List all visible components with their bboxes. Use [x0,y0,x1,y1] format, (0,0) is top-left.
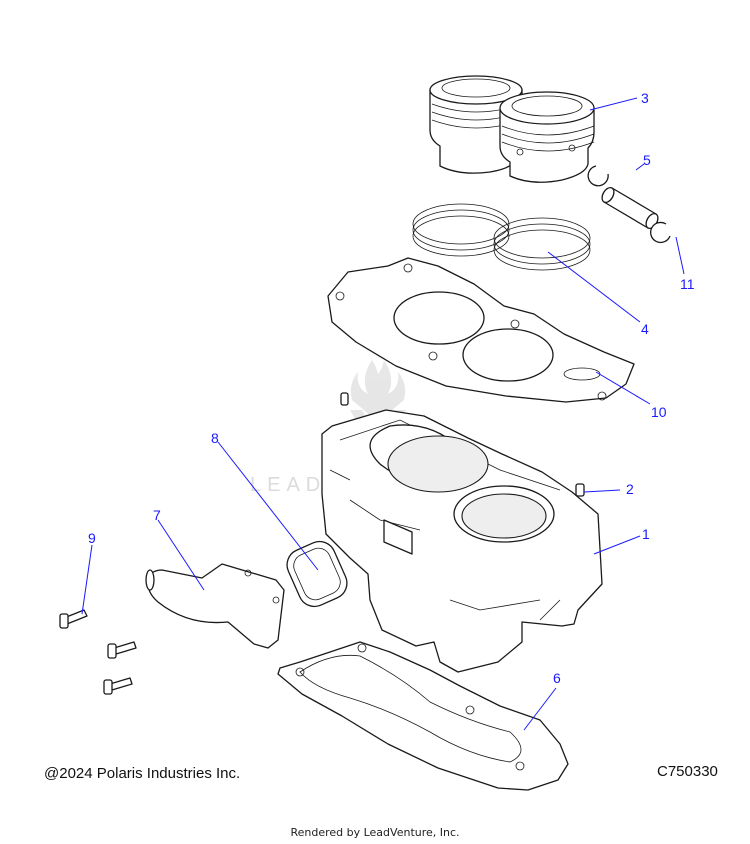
cylinder-base-gasket [277,641,569,791]
piston-ring-sets [412,203,591,271]
piston-left [429,75,523,174]
copyright-notice: @2024 Polaris Industries Inc. [44,765,241,782]
dowel-pin-upper [340,392,349,406]
piston-pin [601,186,659,230]
callout-7: 7 [153,507,161,523]
callout-4: 4 [641,321,649,337]
bolt-lower-2 [103,677,133,695]
water-outlet-elbow [145,563,285,649]
callout-2: 2 [626,481,634,497]
circlip-right [650,221,671,244]
bolt-lower-1 [107,641,137,659]
cylinder-head-gasket [327,257,635,403]
piston-pair [429,75,595,183]
callout-8: 8 [211,430,219,446]
callout-1: 1 [642,526,650,542]
callout-11: 11 [680,276,695,292]
circlip-left [587,165,609,187]
callout-10: 10 [651,404,667,420]
diagram-id: C750330 [657,763,718,780]
bolt-9 [59,609,88,629]
callout-labels: 3 5 11 4 10 2 1 8 7 9 6 [88,90,695,686]
callout-6: 6 [553,670,561,686]
callout-5: 5 [643,152,651,168]
rendered-by-footer: Rendered by LeadVenture, Inc. [290,826,460,839]
cylinder-block [321,409,603,673]
dowel-pin [575,483,585,497]
callout-9: 9 [88,530,96,546]
o-ring-gasket [286,540,348,608]
leader-lines [81,97,685,731]
piston-right [499,91,595,183]
callout-3: 3 [641,90,649,106]
